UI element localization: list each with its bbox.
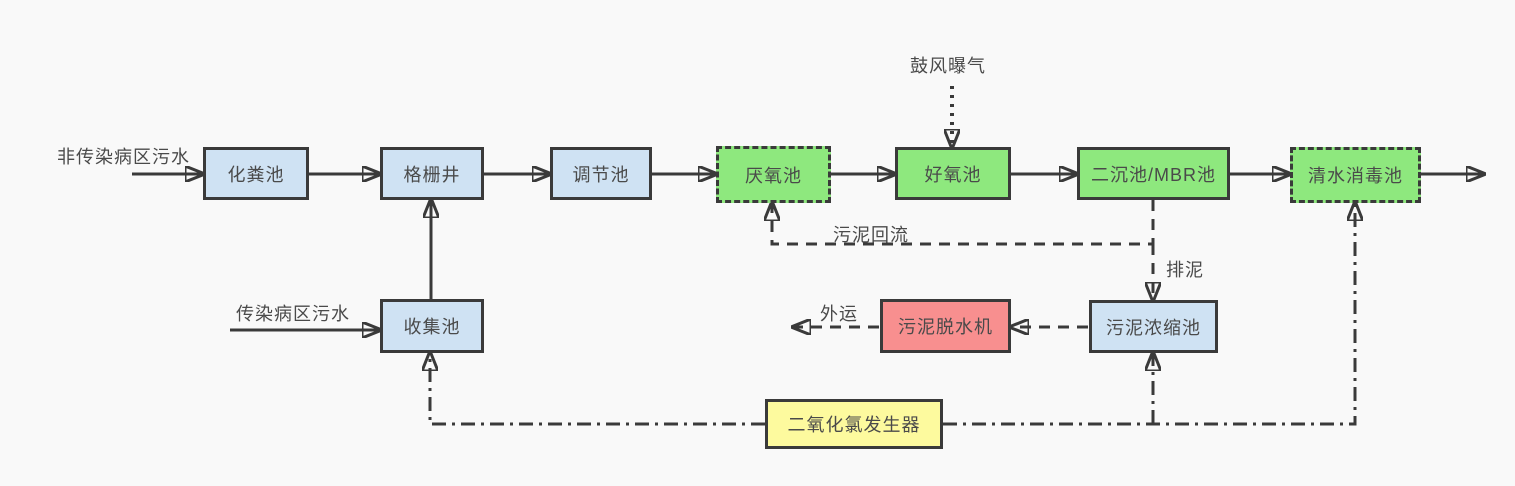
node-anaerobic-tank: 厌氧池	[716, 146, 831, 203]
node-sludge-thickening-tank: 污泥浓缩池	[1089, 300, 1218, 353]
node-chlorine-dioxide-generator-label: 二氧化氯发生器	[787, 415, 921, 435]
label-outbound-transport: 外运	[820, 304, 858, 324]
edge-generator-to-collection	[430, 353, 765, 426]
node-aerobic-tank-label: 好氧池	[924, 164, 982, 185]
edge-sludge-return	[772, 200, 1155, 246]
node-clear-water-disinfection-tank: 清水消毒池	[1290, 147, 1421, 203]
label-non-infectious-inflow: 非传染病区污水	[57, 147, 190, 167]
label-sludge-discharge: 排泥	[1166, 260, 1204, 280]
node-sludge-dewatering-machine-label: 污泥脱水机	[898, 317, 993, 337]
node-grille-well: 格栅井	[380, 147, 484, 200]
node-regulating-tank-label: 调节池	[572, 164, 630, 185]
node-aerobic-tank: 好氧池	[895, 147, 1011, 200]
node-septic-tank: 化粪池	[203, 147, 309, 200]
node-secondary-sedimentation-mbr-tank-label: 二沉池/MBR池	[1091, 164, 1216, 185]
node-secondary-sedimentation-mbr-tank: 二沉池/MBR池	[1077, 147, 1230, 200]
node-grille-well-label: 格栅井	[403, 164, 461, 185]
node-septic-tank-label: 化粪池	[227, 164, 285, 185]
node-sludge-thickening-tank-label: 污泥浓缩池	[1106, 317, 1201, 338]
label-sludge-return: 污泥回流	[833, 225, 909, 245]
node-clear-water-disinfection-tank-label: 清水消毒池	[1308, 166, 1403, 186]
node-collection-tank-label: 收集池	[403, 317, 461, 337]
node-collection-tank: 收集池	[380, 299, 484, 353]
edge-generator-to-clearwater	[943, 203, 1355, 426]
node-anaerobic-tank-label: 厌氧池	[745, 165, 802, 186]
node-sludge-dewatering-machine: 污泥脱水机	[880, 299, 1011, 353]
label-infectious-inflow: 传染病区污水	[236, 304, 350, 324]
node-chlorine-dioxide-generator: 二氧化氯发生器	[765, 399, 943, 449]
label-blast-aeration: 鼓风曝气	[910, 56, 986, 76]
node-regulating-tank: 调节池	[550, 147, 652, 200]
